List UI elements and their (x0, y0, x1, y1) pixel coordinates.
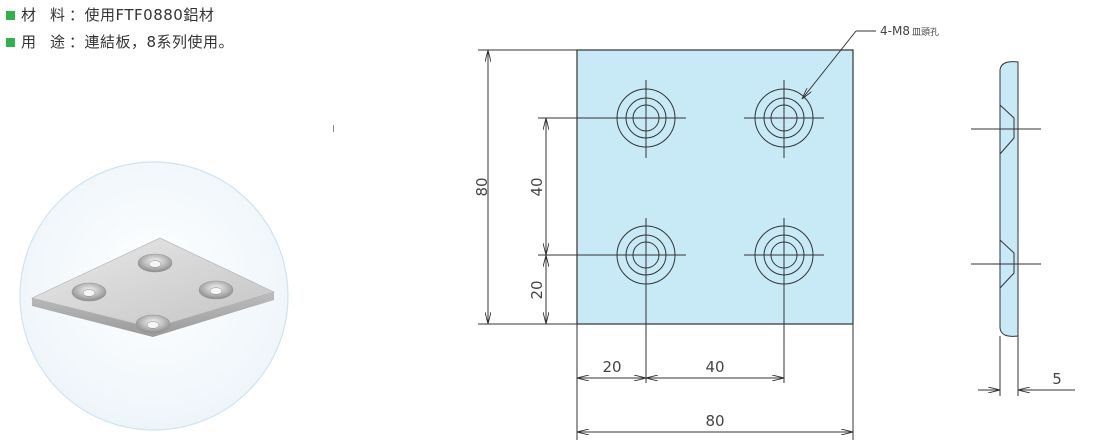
bullet-icon (6, 11, 15, 20)
stray-mark (333, 125, 334, 132)
bullet-icon (6, 38, 15, 47)
dim-horizontal-chain (576, 324, 854, 440)
spec-usage: 用途 ：連結板，8系列使用。 (6, 29, 234, 56)
dim-edge-offset-v-label: 20 (528, 280, 546, 299)
plate-side-view (971, 61, 1075, 396)
dim-height-total (478, 49, 577, 325)
dim-vertical-chain (538, 117, 606, 324)
hole-bottom-right (744, 218, 824, 383)
usage-value: ：連結板，8系列使用。 (69, 33, 235, 51)
material-key: 材料 (21, 6, 80, 24)
dim-hole-spacing-h-label: 40 (705, 358, 724, 376)
material-value: ：使用FTF0880鋁材 (69, 6, 215, 24)
product-photo (19, 161, 289, 431)
dim-width-total-label: 80 (705, 412, 724, 430)
hole-top-right (744, 80, 824, 158)
hole-bottom-left (606, 218, 686, 383)
spec-block: 材料 ：使用FTF0880鋁材 用途 ：連結板，8系列使用。 (6, 2, 234, 56)
usage-key: 用途 (21, 33, 80, 51)
dim-thickness-label: 5 (1052, 370, 1062, 388)
dim-height-total-label: 80 (473, 177, 491, 196)
countersink-holes (71, 253, 234, 334)
plate-front-view (576, 49, 854, 325)
plate-top (31, 237, 275, 329)
dim-edge-offset-h-label: 20 (602, 358, 621, 376)
dim-hole-spacing-v-label: 40 (528, 177, 546, 196)
hole-top-left (606, 80, 686, 158)
callout-leader (802, 30, 876, 99)
spec-material: 材料 ：使用FTF0880鋁材 (6, 2, 234, 29)
